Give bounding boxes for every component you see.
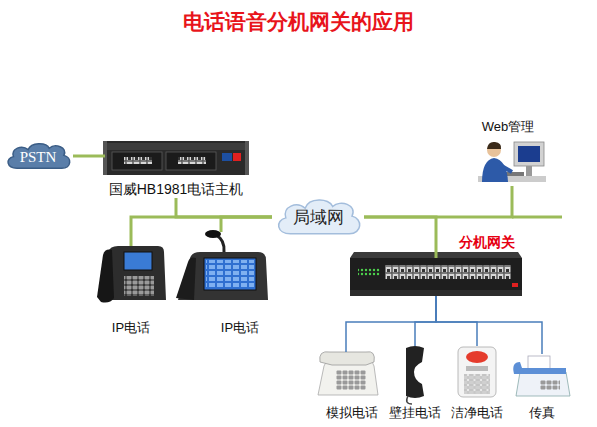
phone-host-device	[166, 152, 216, 170]
node-label: PSTN	[3, 148, 73, 166]
gateway-switch	[350, 252, 522, 258]
lan-cloud: 局域网	[272, 195, 364, 239]
ip-phone-illustration	[176, 230, 268, 300]
clean-phone	[464, 374, 490, 394]
web-admin-computer	[500, 165, 512, 172]
web-admin-computer	[526, 166, 532, 176]
phone-host-device	[233, 153, 241, 161]
node-label: 模拟电话	[302, 405, 402, 421]
network-line	[131, 217, 272, 246]
web-admin-computer	[478, 142, 546, 182]
phone-host-device	[112, 152, 162, 170]
node-label: 传真	[492, 405, 592, 421]
fax-machine	[513, 362, 524, 374]
node-label: 洁净电话	[427, 405, 527, 421]
network-line	[364, 217, 436, 258]
analog-phone	[320, 352, 375, 365]
web-admin-computer	[506, 172, 524, 176]
wall-phone	[406, 346, 424, 404]
node-label: 局域网	[272, 208, 364, 228]
ip-phone-node: IP电话	[95, 246, 167, 302]
web-admin-node: Web管理	[478, 140, 546, 186]
pstn-cloud: PSTN	[3, 140, 73, 172]
ip-phone-illustration	[204, 258, 256, 290]
phone-line	[436, 296, 477, 346]
network-line	[73, 155, 105, 158]
gateway-switch	[385, 265, 511, 279]
phone-host-device	[105, 143, 247, 150]
gateway-node: 分机网关	[350, 258, 522, 296]
network-line	[176, 198, 272, 217]
phone-line	[415, 296, 436, 346]
phone-host-device	[245, 141, 249, 175]
gateway-switch	[512, 283, 518, 287]
ip-phone-node: IP电话	[175, 232, 267, 302]
ip-phone-illustration	[97, 250, 114, 303]
clean-phone	[466, 351, 488, 363]
node-label: 分机网关	[442, 234, 532, 251]
phone-host-device	[178, 157, 206, 164]
ip-phone-illustration	[124, 252, 152, 270]
diagram-title: 电话语音分机网关的应用	[0, 8, 597, 36]
ip-phone-illustration	[176, 258, 196, 301]
phone-line	[436, 296, 542, 354]
node-label: Web管理	[458, 119, 558, 135]
network-line	[364, 186, 512, 217]
web-admin-computer	[482, 158, 508, 182]
gateway-switch	[350, 252, 522, 296]
fax-node: 传真	[513, 354, 571, 398]
wall-phone-node: 壁挂电话	[400, 346, 430, 398]
ip-phone-illustration	[216, 235, 224, 252]
ip-phone-illustration	[205, 230, 221, 238]
node-label: IP电话	[81, 320, 181, 336]
clean-phone	[466, 366, 488, 371]
analog-phone	[318, 352, 378, 395]
ip-phone-illustration	[124, 276, 154, 296]
ip-phone-illustration	[206, 260, 254, 288]
clean-phone	[458, 347, 496, 397]
bus-stub-line	[512, 217, 562, 218]
phone-line	[346, 296, 436, 352]
gateway-switch	[350, 258, 522, 296]
gateway-switch	[350, 290, 522, 296]
network-line	[221, 217, 272, 232]
gateway-switch	[358, 268, 380, 276]
wall-phone	[406, 346, 424, 398]
analog-phone-node: 模拟电话	[315, 352, 377, 397]
phone-host-device	[103, 141, 107, 175]
web-admin-computer	[487, 142, 501, 149]
phone-host-device	[103, 141, 249, 175]
phone-host-device	[103, 141, 249, 175]
fax-machine	[516, 372, 570, 396]
node-label: IP电话	[190, 320, 290, 336]
clean-phone-node: 洁净电话	[457, 346, 497, 398]
fax-machine	[520, 368, 566, 374]
node-label: 国威HB1981电话主机	[91, 181, 261, 198]
phone-host-device	[124, 157, 152, 164]
clean-phone	[458, 347, 496, 397]
web-admin-computer	[514, 142, 544, 166]
fax-machine	[540, 380, 560, 390]
phone-host-node: 国威HB1981电话主机	[105, 140, 247, 198]
analog-phone	[336, 370, 366, 390]
phone-host-device	[222, 153, 232, 161]
ip-phone-illustration	[97, 246, 166, 303]
wall-phone	[407, 396, 412, 404]
web-admin-computer	[518, 146, 540, 162]
bus-stub-line	[512, 216, 562, 219]
fax-machine	[513, 356, 570, 396]
node-label: 壁挂电话	[365, 405, 465, 421]
